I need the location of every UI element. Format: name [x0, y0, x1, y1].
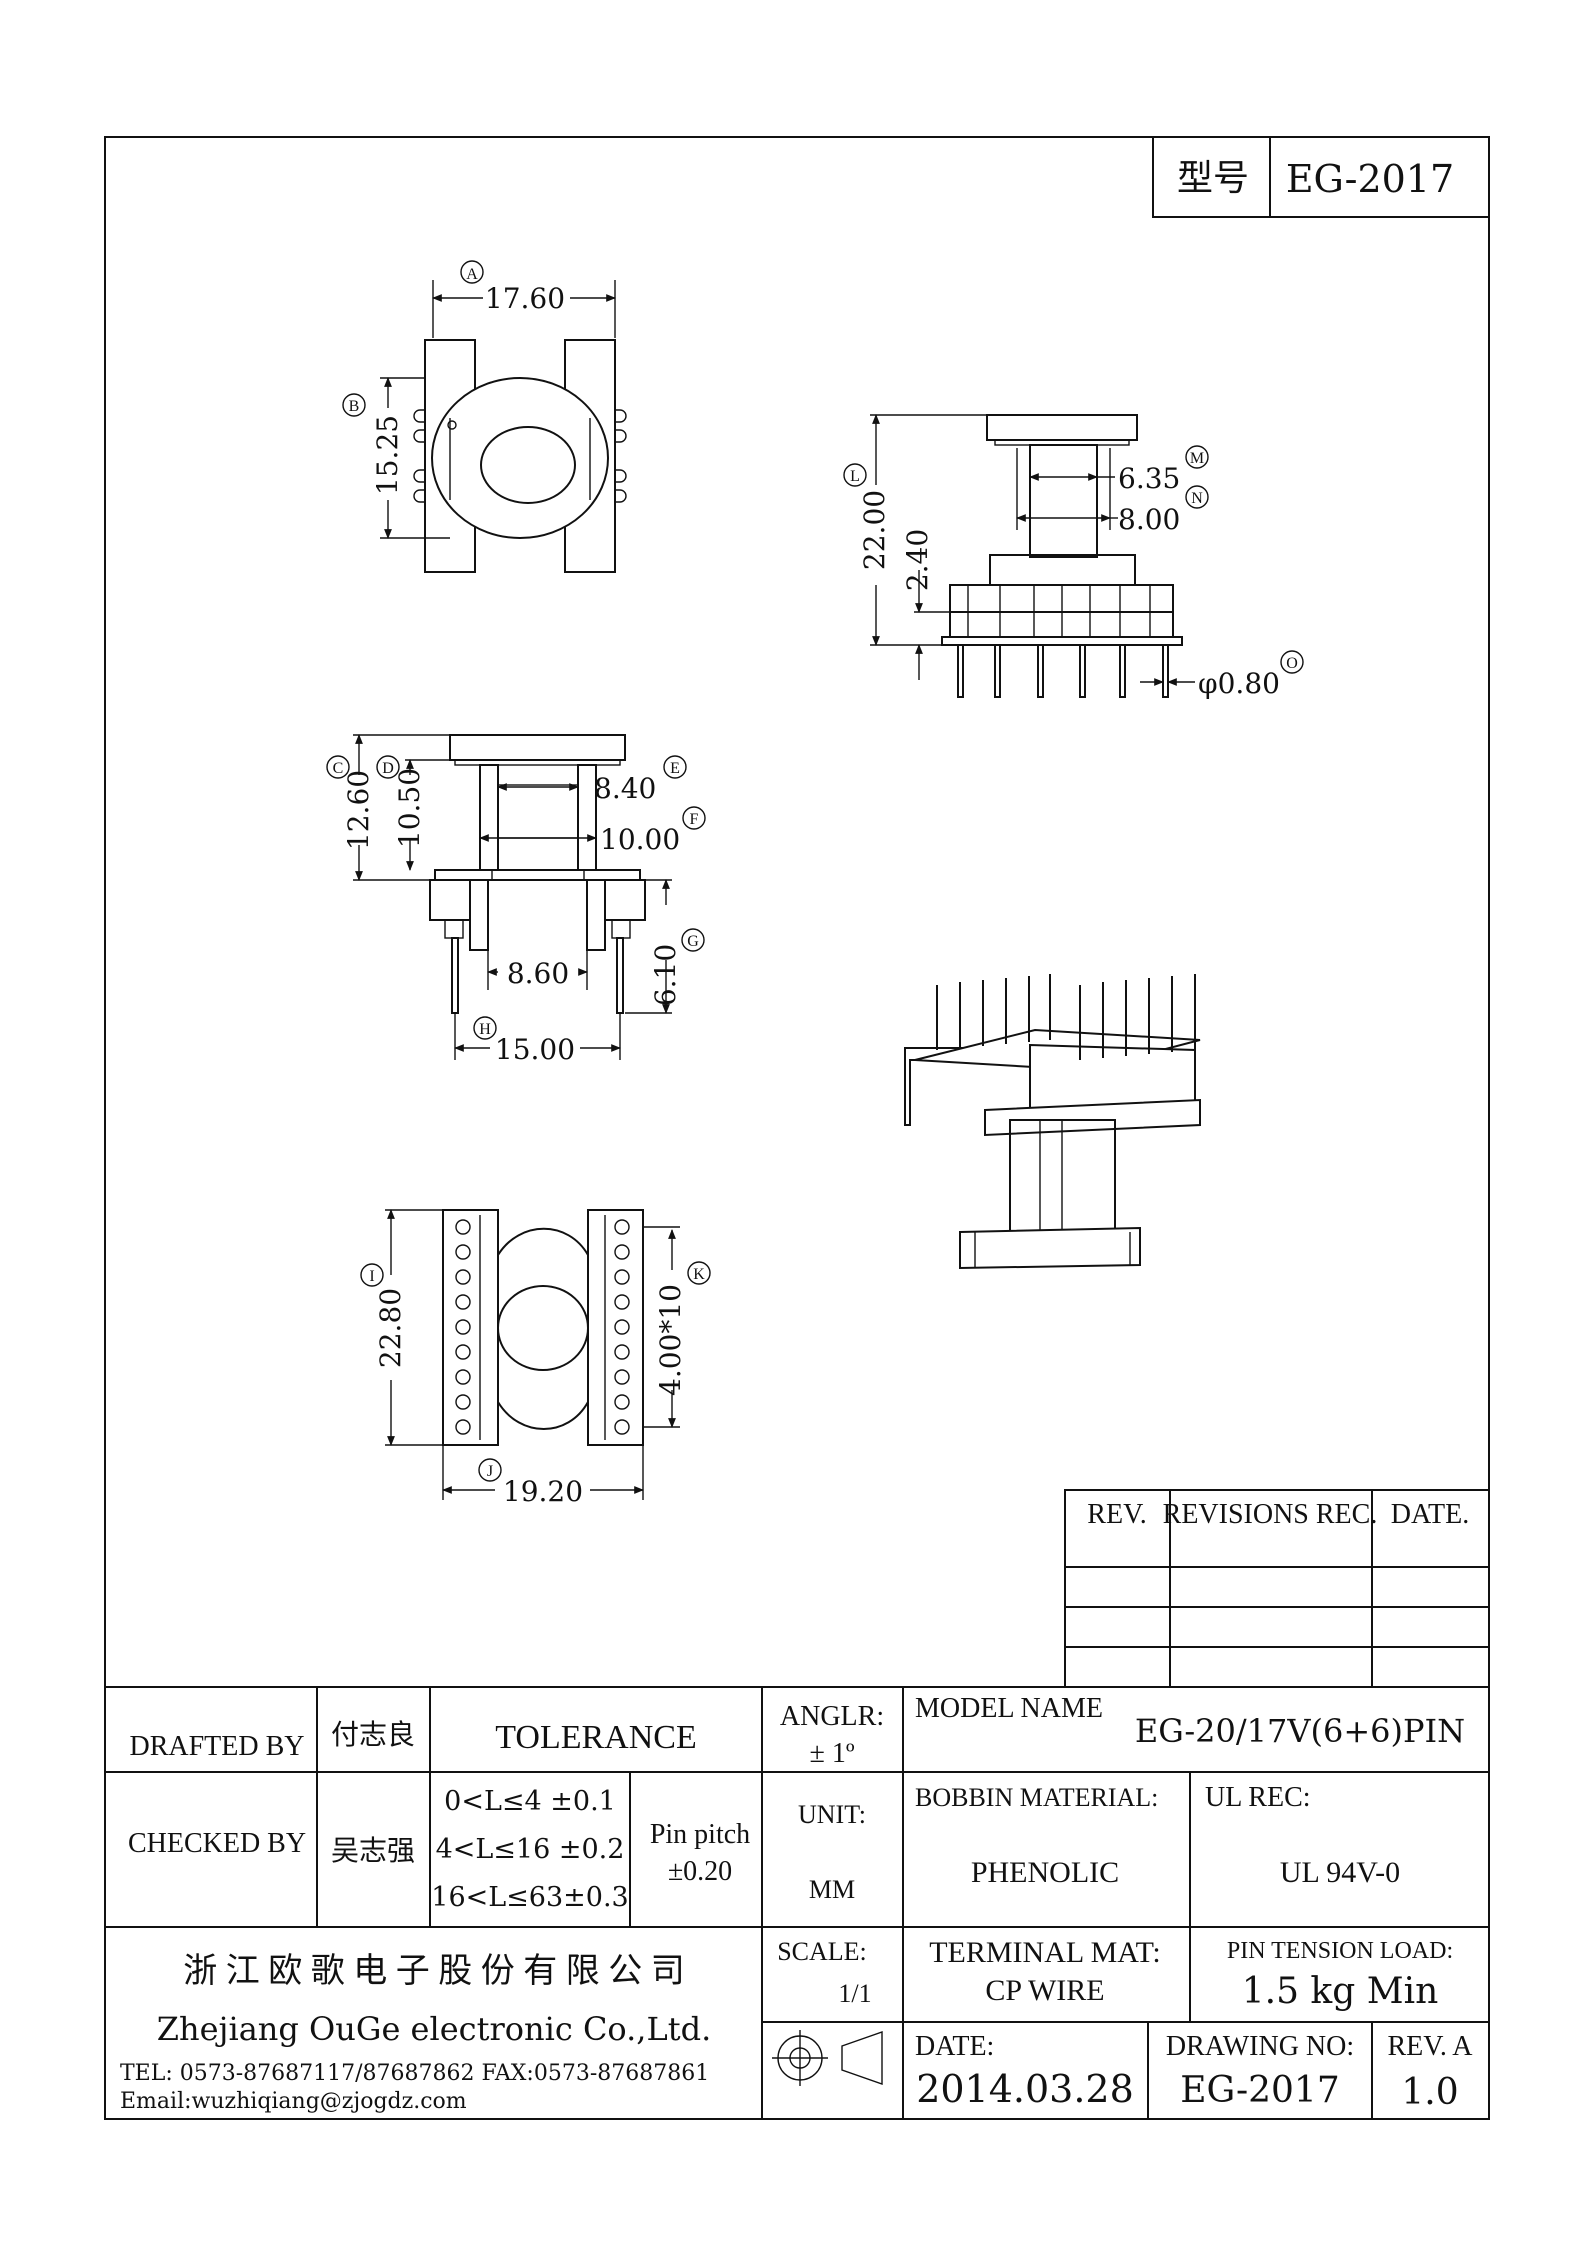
dim-b-tag: B	[349, 398, 360, 415]
dim-m-value: 6.35	[1118, 462, 1180, 495]
checked-by: 吴志强	[331, 1835, 415, 1867]
dim-f-value: 10.00	[600, 823, 680, 856]
dim-k-tag: K	[693, 1266, 705, 1283]
dim-f-tag: F	[690, 811, 699, 828]
top-view: 17.60 A 15.25 B	[342, 260, 627, 573]
dim-h2-value: 8.60	[507, 957, 569, 990]
dim-n-tag: N	[1191, 490, 1203, 507]
dim-c-tag: C	[333, 760, 344, 777]
front-view: 22.00 L 2.40 6.35 M 8.00 N φ0.80 O	[843, 414, 1304, 700]
anglr-label: ANGLR:	[780, 1701, 884, 1732]
tol-row-2: 4<L≤16 ±0.2	[436, 1834, 625, 1865]
scale-value: 1/1	[838, 1979, 871, 2008]
drafted-by-label: DRAFTED BY	[129, 1731, 304, 1762]
tol-row-3: 16<L≤63±0.3	[431, 1882, 628, 1913]
date-value: 2014.03.28	[916, 2067, 1134, 2111]
dim-i-value: 22.80	[374, 1288, 407, 1368]
scale-label: SCALE:	[777, 1937, 867, 1966]
terminal-mat-label: TERMINAL MAT:	[929, 1936, 1161, 1969]
dim-l-tag: L	[850, 468, 860, 485]
tol-row-1: 0<L≤4 ±0.1	[444, 1786, 616, 1817]
dim-d-value: 10.50	[393, 768, 426, 848]
unit-value: MM	[809, 1875, 855, 1904]
dim-e-tag: E	[670, 760, 680, 777]
bottom-view: 22.80 I 19.20 J 4.00*10 K	[360, 1209, 711, 1508]
dim-l-value: 22.00	[858, 490, 891, 570]
anglr-value: ± 1º	[809, 1738, 854, 1769]
dim-d-tag: D	[382, 760, 394, 777]
bobbin-material-label: BOBBIN MATERIAL:	[915, 1783, 1158, 1812]
terminal-mat: CP WIRE	[985, 1974, 1104, 2007]
tolerance-label: TOLERANCE	[495, 1719, 696, 1756]
pin-tension-label: PIN TENSION LOAD:	[1227, 1938, 1453, 1964]
dim-o-tag: O	[1286, 655, 1298, 672]
dim-g-tag: G	[687, 933, 699, 950]
dim-j-tag: J	[487, 1463, 493, 1480]
unit-label: UNIT:	[798, 1800, 866, 1829]
company-name-cn: 浙 江 欧 歌 电 子 股 份 有 限 公 司	[183, 1952, 685, 1990]
dim-n-value: 8.00	[1118, 503, 1180, 536]
dim-i-tag: I	[369, 1268, 374, 1285]
company-tel-fax: TEL: 0573-87687117/87687862 FAX:0573-876…	[120, 2061, 709, 2086]
dim-m-tag: M	[1190, 450, 1204, 467]
dim-e-value: 8.40	[594, 772, 656, 805]
dim-k-value: 4.00*10	[654, 1284, 687, 1396]
dim-o-value: φ0.80	[1198, 667, 1280, 700]
dim-h-value: 15.00	[495, 1033, 575, 1066]
pin-pitch-value: ±0.20	[668, 1856, 732, 1887]
drafted-by: 付志良	[331, 1719, 415, 1751]
pin-pitch-label: Pin pitch	[650, 1819, 750, 1850]
dim-j-value: 19.20	[503, 1475, 583, 1508]
drawing-no-label: DRAWING NO:	[1166, 2031, 1354, 2062]
revisions-rec-header: REVISIONS REC.	[1163, 1499, 1378, 1530]
model-box-value: EG-2017	[1286, 157, 1454, 201]
side-view: 12.60 C 10.50 D 8.40 E 10.00 F 6.10 G 8.…	[326, 734, 706, 1066]
isometric-view	[904, 974, 1201, 1270]
title-block: DRAFTED BY 付志良 TOLERANCE ANGLR: ± 1º MOD…	[104, 1686, 1490, 2120]
model-name-label: MODEL NAME	[915, 1693, 1103, 1724]
dim-l2-value: 2.40	[901, 529, 934, 591]
ul-rec-label: UL REC:	[1205, 1782, 1311, 1813]
company-email: Email:wuzhiqiang@zjogdz.com	[120, 2089, 467, 2114]
date-header: DATE.	[1391, 1499, 1470, 1530]
model-box-label: 型号	[1177, 158, 1249, 198]
pin-tension: 1.5 kg Min	[1242, 1971, 1439, 2012]
dim-h-tag: H	[479, 1021, 491, 1038]
ul-rec: UL 94V-0	[1280, 1856, 1400, 1889]
projection-symbol-icon	[772, 2030, 883, 2086]
dim-a-value: 17.60	[485, 282, 565, 315]
date-label: DATE:	[915, 2031, 994, 2062]
dim-a-tag: A	[466, 266, 478, 283]
dim-c-value: 12.60	[342, 770, 375, 850]
model-box: 型号 EG-2017	[1152, 136, 1490, 218]
company-name-en: Zhejiang OuGe electronic Co.,Ltd.	[157, 2010, 711, 2048]
rev-a-label: REV. A	[1387, 2031, 1473, 2062]
rev-value: 1.0	[1401, 2072, 1458, 2113]
bobbin-material: PHENOLIC	[971, 1856, 1119, 1889]
model-name: EG-20/17V(6+6)PIN	[1135, 1712, 1465, 1750]
dim-b-value: 15.25	[371, 415, 404, 495]
rev-header: REV.	[1087, 1499, 1146, 1530]
dim-g-value: 6.10	[649, 944, 682, 1006]
drawing-no: EG-2017	[1180, 2070, 1340, 2111]
checked-by-label: CHECKED BY	[128, 1828, 306, 1859]
revision-table: REV. REVISIONS REC. DATE.	[1064, 1489, 1490, 1688]
